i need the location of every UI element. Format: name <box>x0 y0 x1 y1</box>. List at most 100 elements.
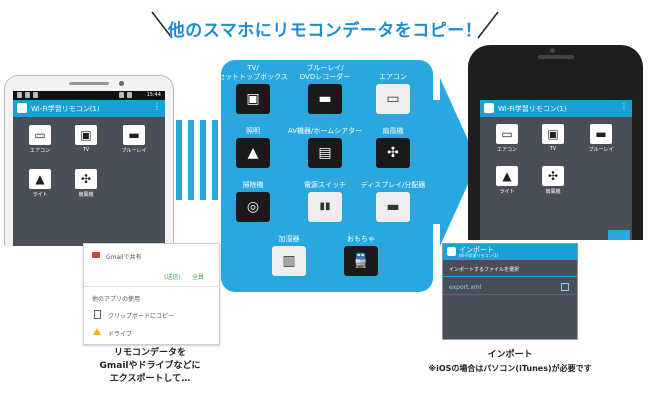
device-tile-aircon[interactable]: ▭ エアコン <box>27 125 53 154</box>
app-title: Wi-Fi学習リモコン(1) <box>31 105 100 113</box>
all-label[interactable]: 全員 <box>192 274 205 281</box>
category-label: 電源スイッチ <box>304 181 346 189</box>
humidifier-icon: ▥ <box>272 246 306 276</box>
fan-icon: ✣ <box>376 138 410 168</box>
caption-note: ※iOSの場合はパソコン(iTunes)が必要です <box>428 364 592 373</box>
category-label: おもちゃ <box>347 235 375 243</box>
category-lamp: 照明 ▲ <box>213 118 293 168</box>
category-label: 照明 <box>246 127 260 135</box>
app-bar: Wi-Fi学習リモコン(1) ⋮ <box>480 100 632 117</box>
device-tile-tv[interactable]: ▣ TV <box>540 124 566 152</box>
fan-icon: ✣ <box>75 169 97 189</box>
device-category-panel: TV/ セットトップボックス ▣ ブルーレイ/ DVDレコーダー ▬ エアコン … <box>218 60 433 292</box>
aircon-icon: ▭ <box>29 125 51 145</box>
device-label: 扇風機 <box>78 192 94 198</box>
app-title: Wi-Fi学習リモコン(1) <box>498 105 567 113</box>
battery-icon <box>127 92 132 98</box>
android-phone: 15:44 Wi-Fi学習リモコン(1) ⋮ ▭ エアコン ▣ TV ▬ ブルー… <box>4 75 174 246</box>
bluray-icon: ▬ <box>123 125 145 145</box>
switch-icon: ▮▮ <box>308 192 342 222</box>
page-title: 他のスマホにリモコンデータをコピー！ <box>167 21 483 41</box>
vacuum-icon: ◎ <box>236 192 270 222</box>
app-icon <box>17 103 27 113</box>
status-time: 15:44 <box>146 92 161 98</box>
gmail-share-label[interactable]: Gmailで共有 <box>106 254 142 261</box>
overflow-menu-icon[interactable]: ⋮ <box>153 102 161 111</box>
device-label: 扇風機 <box>545 189 561 195</box>
copy-to-clipboard-item[interactable]: クリップボードにコピー <box>108 313 175 320</box>
recorder-icon: ▬ <box>308 84 342 114</box>
device-tile-aircon[interactable]: ▭ エアコン <box>494 124 520 153</box>
notification-icon <box>33 92 38 98</box>
light-icon: ▲ <box>29 169 51 189</box>
import-file-item[interactable]: export.xml <box>449 284 482 291</box>
import-dialog: インポート Wi-Fi学習リモコン(1) インポートするファイルを選択 expo… <box>442 243 578 340</box>
import-caption: インポート ※iOSの場合はパソコン(iTunes)が必要です <box>405 349 615 375</box>
gmail-icon <box>92 252 100 258</box>
category-humidifier: 加湿器 ▥ <box>249 226 329 276</box>
speaker-grille <box>69 82 109 85</box>
front-camera <box>550 48 555 53</box>
device-tile-light[interactable]: ▲ ライト <box>27 169 53 198</box>
divider <box>84 286 219 287</box>
bluray-icon: ▬ <box>590 124 612 144</box>
wifi-icon <box>119 92 124 98</box>
lamp-icon: ▲ <box>236 138 270 168</box>
device-label: エアコン <box>496 147 517 153</box>
category-aircon: エアコン ▭ <box>353 64 433 114</box>
drive-item[interactable]: ドライブ <box>108 331 133 338</box>
tv-icon: ▣ <box>75 125 97 145</box>
av-icon: ▤ <box>308 138 342 168</box>
iphone: Wi-Fi学習リモコン(1) ⋮ ▭ エアコン ▣ TV ▬ ブルーレイ ▲ ラ… <box>468 45 643 240</box>
add-button[interactable] <box>608 230 630 240</box>
front-camera <box>119 81 124 86</box>
device-tile-tv[interactable]: ▣ TV <box>73 125 99 153</box>
tv-icon: ▣ <box>542 124 564 144</box>
device-label: TV <box>549 146 557 152</box>
headline-decoration <box>151 11 499 39</box>
device-label: ブルーレイ <box>121 148 147 154</box>
tv-icon: ▣ <box>236 84 270 114</box>
clipboard-icon <box>94 310 101 319</box>
device-tile-light[interactable]: ▲ ライト <box>494 166 520 195</box>
arrow-stripe <box>212 120 218 200</box>
caption-line: インポート <box>487 350 533 360</box>
category-toy: おもちゃ 🚆 <box>321 226 401 276</box>
app-bar: Wi-Fi学習リモコン(1) ⋮ <box>13 100 165 117</box>
iphone-screen: Wi-Fi学習リモコン(1) ⋮ ▭ エアコン ▣ TV ▬ ブルーレイ ▲ ラ… <box>480 100 632 240</box>
device-label: ライト <box>32 192 48 198</box>
toy-train-icon: 🚆 <box>344 246 378 276</box>
light-icon: ▲ <box>496 166 518 186</box>
category-label: 加湿器 <box>278 235 300 243</box>
overflow-menu-icon[interactable]: ⋮ <box>620 102 628 111</box>
device-tile-fan[interactable]: ✣ 扇風機 <box>73 169 99 198</box>
right-slash <box>477 11 499 39</box>
device-label: ライト <box>499 189 515 195</box>
import-title: インポート <box>459 246 494 254</box>
app-icon <box>447 247 456 256</box>
category-display: ディスプレイ/分配器 ▬ <box>353 172 433 222</box>
divider <box>443 276 577 277</box>
divider <box>443 294 577 295</box>
app-icon <box>484 103 494 113</box>
device-tile-bluray[interactable]: ▬ ブルーレイ <box>121 125 147 154</box>
category-label: TV/ セットトップボックス <box>218 64 288 81</box>
device-label: エアコン <box>29 148 50 154</box>
category-tv: TV/ セットトップボックス ▣ <box>213 64 293 114</box>
left-slash <box>151 11 173 39</box>
arrow-stripe <box>200 120 206 200</box>
caption-line: エクスポートして… <box>109 374 191 384</box>
device-label: TV <box>82 147 90 153</box>
aircon-icon: ▭ <box>496 124 518 144</box>
send-label[interactable]: (送信) <box>164 274 181 281</box>
notification-icon <box>25 92 30 98</box>
edit-icon[interactable] <box>561 283 569 291</box>
arrow-stripe <box>176 120 182 200</box>
device-tile-fan[interactable]: ✣ 扇風機 <box>540 166 566 195</box>
device-tile-bluray[interactable]: ▬ ブルーレイ <box>588 124 614 153</box>
category-label: AV機器/ホームシアター <box>287 127 363 135</box>
aircon-icon: ▭ <box>376 84 410 114</box>
category-av: AV機器/ホームシアター ▤ <box>285 118 365 168</box>
category-label: 掃除機 <box>242 181 264 189</box>
